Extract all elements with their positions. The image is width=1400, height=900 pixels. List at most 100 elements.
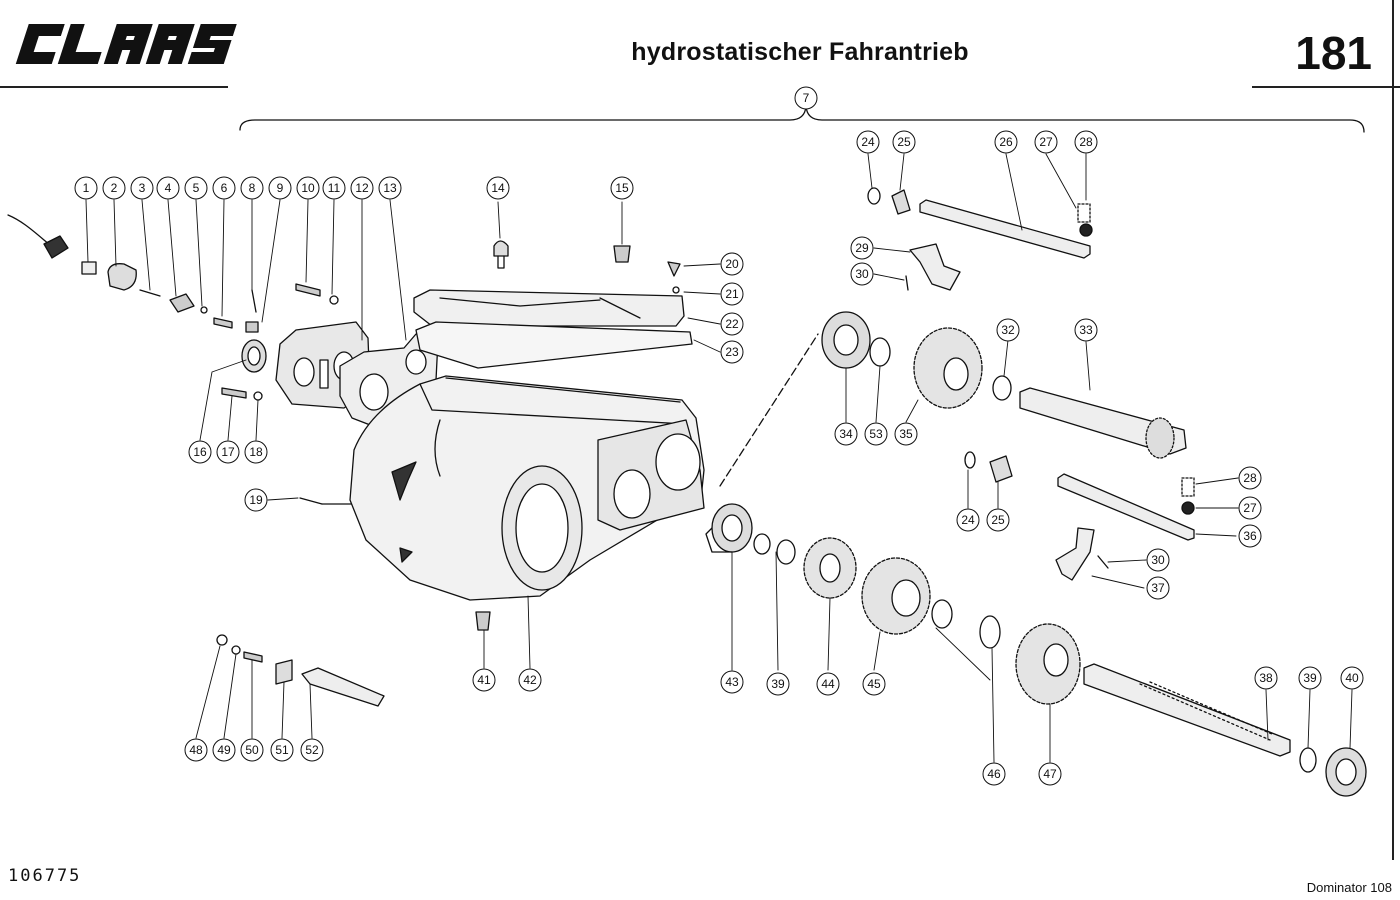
- callout-circle: [720, 670, 744, 694]
- callout-number: 3: [139, 181, 146, 195]
- callout-number: 42: [523, 673, 537, 687]
- callout-circle: [270, 738, 294, 762]
- callout-26: 26: [994, 130, 1018, 154]
- callout-25: 25: [986, 508, 1010, 532]
- sensor-cable: [7, 214, 57, 251]
- callout-number: 25: [897, 135, 911, 149]
- callout-circle: [956, 508, 980, 532]
- callout-19: 19: [244, 488, 268, 512]
- callout-23: 23: [720, 340, 744, 364]
- part-18-washer: [253, 391, 263, 401]
- callout-number: 25: [991, 513, 1005, 527]
- part-39-circlip-right: [1299, 747, 1317, 773]
- callout-30: 30: [850, 262, 874, 286]
- part-35-gear: [913, 327, 983, 409]
- callout-18: 18: [244, 440, 268, 464]
- callout-number: 10: [301, 181, 315, 195]
- callout-number: 22: [725, 317, 739, 331]
- callout-circle: [244, 488, 268, 512]
- callout-number: 28: [1243, 471, 1257, 485]
- part-20-screw: [667, 261, 681, 277]
- callout-number: 39: [771, 677, 785, 691]
- callout-22: 22: [720, 312, 744, 336]
- callout-number: 49: [217, 743, 231, 757]
- callout-number: 29: [855, 241, 869, 255]
- part-50-bolt: [243, 651, 263, 663]
- callout-44: 44: [816, 672, 840, 696]
- callout-8: 8: [240, 176, 264, 200]
- callout-number: 20: [725, 257, 739, 271]
- part-1-nut: [81, 261, 97, 275]
- callout-number: 2: [111, 181, 118, 195]
- callout-40: 40: [1340, 666, 1364, 690]
- callout-number: 32: [1001, 323, 1015, 337]
- callout-circle: [986, 508, 1010, 532]
- part-33-input-shaft: [1019, 387, 1187, 455]
- callout-number: 51: [275, 743, 289, 757]
- callout-30: 30: [1146, 548, 1170, 572]
- housing-logo-mark: [391, 461, 417, 501]
- callout-circle: [130, 176, 154, 200]
- callout-circle: [240, 176, 264, 200]
- callout-circle: [856, 130, 880, 154]
- part-2-sensor: [107, 263, 137, 291]
- part-29-shift-fork: [909, 243, 961, 291]
- callout-circle: [850, 262, 874, 286]
- group-bracket: [239, 105, 1365, 133]
- part-47-gear: [1015, 623, 1081, 705]
- part-25-bushing: [891, 189, 911, 215]
- callout-17: 17: [216, 440, 240, 464]
- callout-circle: [1340, 666, 1364, 690]
- header-left-rule: [0, 86, 228, 88]
- callout-53: 53: [864, 422, 888, 446]
- callout-49: 49: [212, 738, 236, 762]
- callout-circle: [1238, 466, 1262, 490]
- callout-number: 24: [861, 135, 875, 149]
- part-8-pin: [251, 289, 257, 313]
- callout-number: 43: [725, 675, 739, 689]
- callout-circle: [610, 176, 634, 200]
- callout-47: 47: [1038, 762, 1062, 786]
- callout-circle: [74, 176, 98, 200]
- part-27-ball-lower: [1181, 501, 1195, 515]
- callout-number: 27: [1243, 501, 1257, 515]
- callout-circle: [240, 738, 264, 762]
- callout-number: 26: [999, 135, 1013, 149]
- part-4-fitting: [169, 293, 195, 313]
- callout-4: 4: [156, 176, 180, 200]
- callout-circle: [472, 668, 496, 692]
- callout-number: 16: [193, 445, 207, 459]
- part-39-circlip: [753, 533, 771, 555]
- callout-number: 12: [355, 181, 369, 195]
- callout-number: 13: [383, 181, 397, 195]
- callout-number: 41: [477, 673, 491, 687]
- callout-number: 45: [867, 677, 881, 691]
- header-right-rule: [1252, 86, 1400, 88]
- callout-10: 10: [296, 176, 320, 200]
- callout-circle: [212, 176, 236, 200]
- callout-circle: [1146, 548, 1170, 572]
- callout-circle: [350, 176, 374, 200]
- callout-circle: [1074, 130, 1098, 154]
- callout-circle: [486, 176, 510, 200]
- callout-circle: [156, 176, 180, 200]
- callout-number: 48: [189, 743, 203, 757]
- page-title: hydrostatischer Fahrantrieb: [631, 38, 969, 66]
- part-44-gear: [803, 537, 857, 599]
- callout-number: 14: [491, 181, 505, 195]
- callout-35: 35: [894, 422, 918, 446]
- callout-number: 27: [1039, 135, 1053, 149]
- callout-51: 51: [270, 738, 294, 762]
- callout-circle: [892, 130, 916, 154]
- callout-circle: [996, 318, 1020, 342]
- callout-circle: [1038, 762, 1062, 786]
- callout-14: 14: [486, 176, 510, 200]
- callout-circle: [102, 176, 126, 200]
- part-11-washer: [329, 295, 339, 305]
- callout-circle: [816, 672, 840, 696]
- callout-number: 21: [725, 287, 739, 301]
- callout-number: 40: [1345, 671, 1359, 685]
- callout-48: 48: [184, 738, 208, 762]
- callout-24: 24: [856, 130, 880, 154]
- callout-circle: [994, 130, 1018, 154]
